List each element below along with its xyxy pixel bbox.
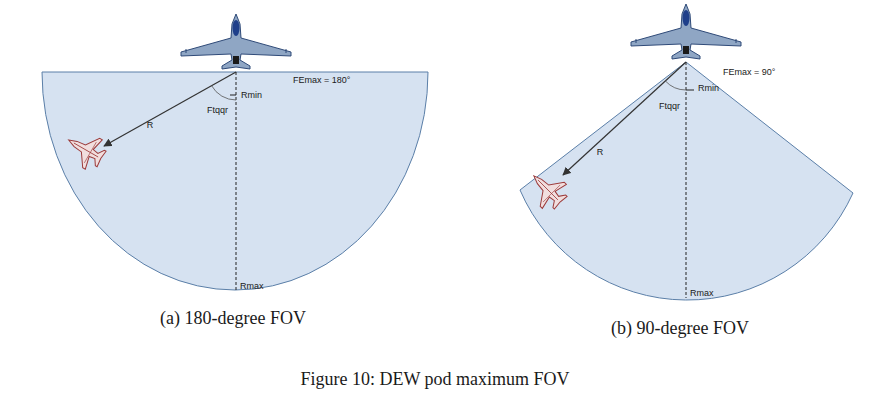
angle-label: Ftqqr bbox=[207, 105, 228, 115]
fov-angle-label: FEmax = 90° bbox=[723, 67, 775, 77]
range-min-label: Rmin bbox=[241, 90, 262, 100]
range-max-label: Rmax bbox=[240, 281, 264, 291]
figure-caption: Figure 10: DEW pod maximum FOV bbox=[300, 369, 569, 390]
angle-label: Ftqqr bbox=[659, 101, 680, 111]
subfigure-caption: (a) 180-degree FOV bbox=[160, 308, 306, 329]
range-label: R bbox=[597, 147, 604, 157]
fov-angle-label: FEmax = 180° bbox=[293, 75, 350, 85]
range-min-label: Rmin bbox=[698, 83, 719, 93]
range-max-label: Rmax bbox=[690, 288, 714, 298]
range-label: R bbox=[147, 120, 154, 130]
subfigure-caption: (b) 90-degree FOV bbox=[611, 318, 749, 339]
